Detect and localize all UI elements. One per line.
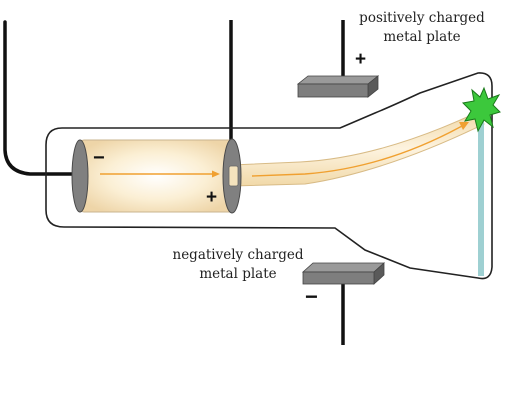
beam-arrow-outer-line: [251, 125, 463, 177]
cathode-electrode: [71, 139, 89, 213]
anode-positive-sign: +: [206, 187, 218, 208]
positive-plate-top: [296, 75, 380, 85]
positive-plate-front: [297, 83, 369, 98]
negative-plate-label-line2: metal plate: [199, 266, 277, 282]
beam-arrow-outer-head: [459, 122, 469, 130]
cathode-negative-sign: −: [93, 147, 105, 169]
positive-plate-sign: +: [355, 49, 367, 70]
negative-plate-top: [301, 262, 386, 273]
positive-plate-label-line2: metal plate: [383, 29, 461, 45]
negative-plate-label-line1: negatively charged: [172, 247, 304, 263]
anode-aperture: [228, 165, 239, 187]
positive-plate-label-line1: positively charged: [359, 10, 485, 26]
beam-arrow-inner-head: [212, 170, 220, 178]
impact-flash-icon: [461, 86, 501, 133]
positive-plate-label: positively charged metal plate: [352, 9, 492, 47]
glass-tube-outline: [45, 72, 493, 280]
negative-plate-label: negatively charged metal plate: [163, 246, 313, 284]
negative-plate-sign: −: [305, 284, 318, 309]
fluorescent-screen: [478, 118, 484, 276]
negative-plate-front: [302, 271, 375, 285]
cathode-wire: [3, 20, 80, 176]
